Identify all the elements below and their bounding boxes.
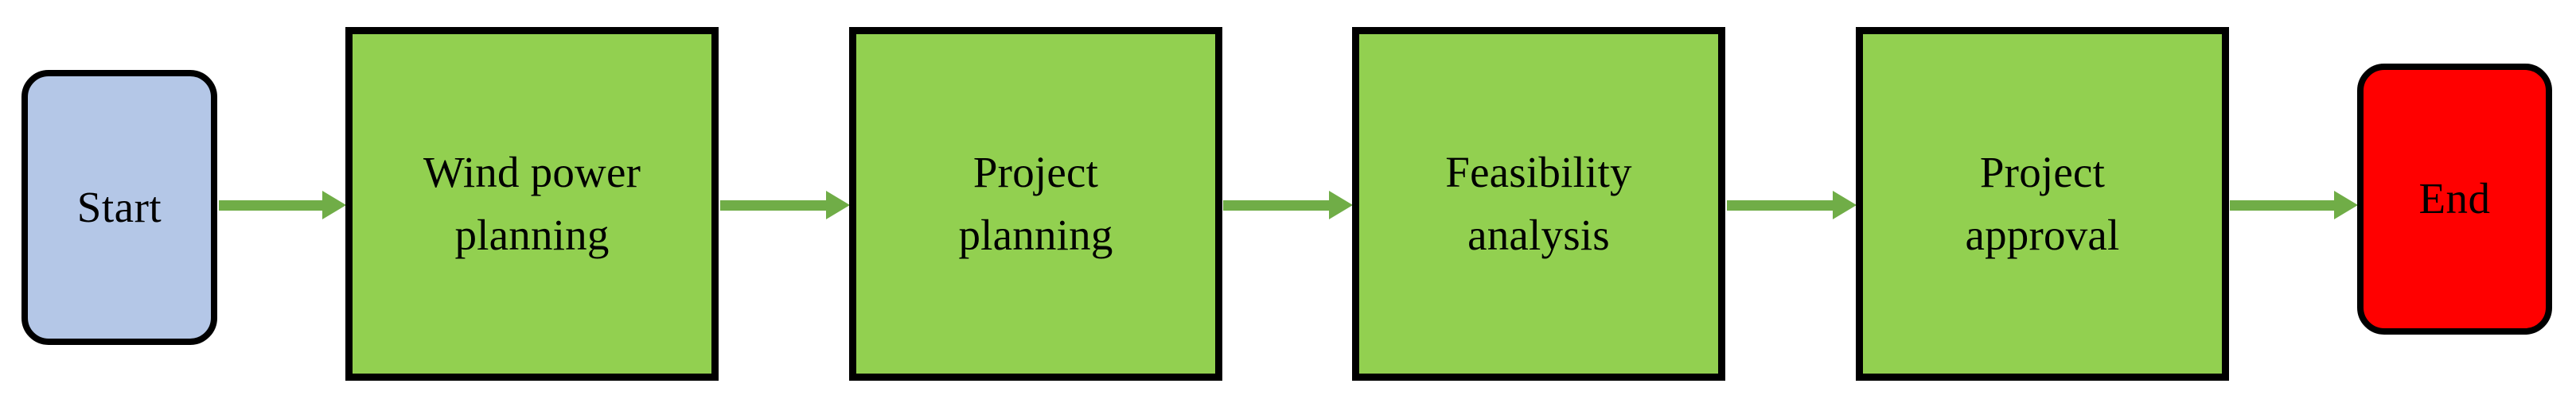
arrow-shaft	[720, 200, 828, 211]
arrow-feasibility-analysis-to-project-approval	[1727, 191, 1857, 219]
node-start-label: Start	[76, 182, 162, 231]
node-project-approval-label: Project approval	[1965, 148, 2120, 259]
node-wind-power-planning[interactable]: Wind power planning	[345, 27, 719, 381]
node-end-label: End	[2418, 174, 2491, 223]
arrow-project-approval-to-end	[2230, 191, 2358, 219]
arrow-shaft	[1727, 200, 1834, 211]
arrow-start-to-wind-power-planning	[219, 191, 346, 219]
arrow-wind-power-planning-to-project-planning	[720, 191, 850, 219]
arrow-head-icon	[2334, 191, 2358, 219]
arrow-head-icon	[826, 191, 850, 219]
arrow-shaft	[219, 200, 324, 211]
node-feasibility-analysis-label: Feasibility analysis	[1445, 148, 1632, 259]
node-project-approval[interactable]: Project approval	[1856, 27, 2229, 381]
arrow-shaft	[1223, 200, 1331, 211]
node-end[interactable]: End	[2357, 64, 2552, 335]
node-project-planning[interactable]: Project planning	[849, 27, 1222, 381]
arrow-head-icon	[1833, 191, 1857, 219]
node-project-planning-label: Project planning	[958, 148, 1113, 259]
node-wind-power-planning-label: Wind power planning	[423, 148, 641, 259]
node-feasibility-analysis[interactable]: Feasibility analysis	[1352, 27, 1725, 381]
arrow-head-icon	[1329, 191, 1353, 219]
node-start[interactable]: Start	[21, 70, 217, 345]
arrow-head-icon	[322, 191, 346, 219]
arrow-shaft	[2230, 200, 2336, 211]
arrow-project-planning-to-feasibility-analysis	[1223, 191, 1353, 219]
